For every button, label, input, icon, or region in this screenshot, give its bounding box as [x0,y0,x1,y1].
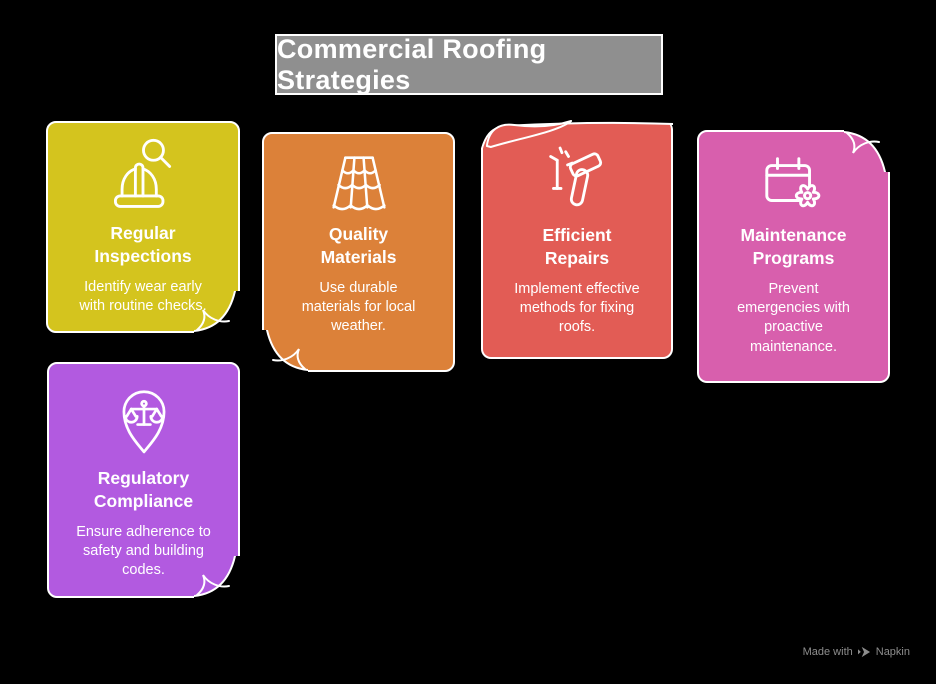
card-regular-inspections: Regular Inspections Identify wear early … [46,121,240,333]
made-with-label: Made with [802,646,853,658]
hammer-nail-icon [545,144,609,216]
card-body: Use durable materials for local weather. [301,280,416,335]
title-box: Commercial Roofing Strategies [275,34,663,95]
card-title: Regular Inspections [94,223,192,267]
card-body: Implement effective methods for fixing r… [514,281,640,336]
card-body: Ensure adherence to safety and building … [76,524,211,579]
hardhat-magnifier-icon [108,136,178,214]
roof-tiles-icon [322,151,396,215]
card-body: Identify wear early with routine checks. [79,279,207,315]
card-efficient-repairs: Efficient Repairs Implement effective me… [481,118,673,359]
napkin-logo-icon [857,646,870,658]
card-title: Efficient Repairs [542,225,612,269]
card-quality-materials: Quality Materials Use durable materials … [262,132,455,372]
card-title: Regulatory Compliance [93,468,194,512]
corner-curl [844,130,890,172]
card-title: Quality Materials [320,224,397,268]
card-title: Maintenance Programs [740,225,847,269]
scales-pin-icon [113,381,175,459]
card-regulatory-compliance: Regulatory Compliance Ensure adherence t… [47,362,240,598]
calendar-gear-icon [760,152,828,216]
page-title: Commercial Roofing Strategies [277,33,547,95]
card-body: Prevent emergencies with proactive maint… [737,281,850,355]
credit: Made with Napkin [803,646,910,658]
card-maintenance-programs: Maintenance Programs Prevent emergencies… [697,130,890,383]
brand-label: Napkin [875,646,910,658]
